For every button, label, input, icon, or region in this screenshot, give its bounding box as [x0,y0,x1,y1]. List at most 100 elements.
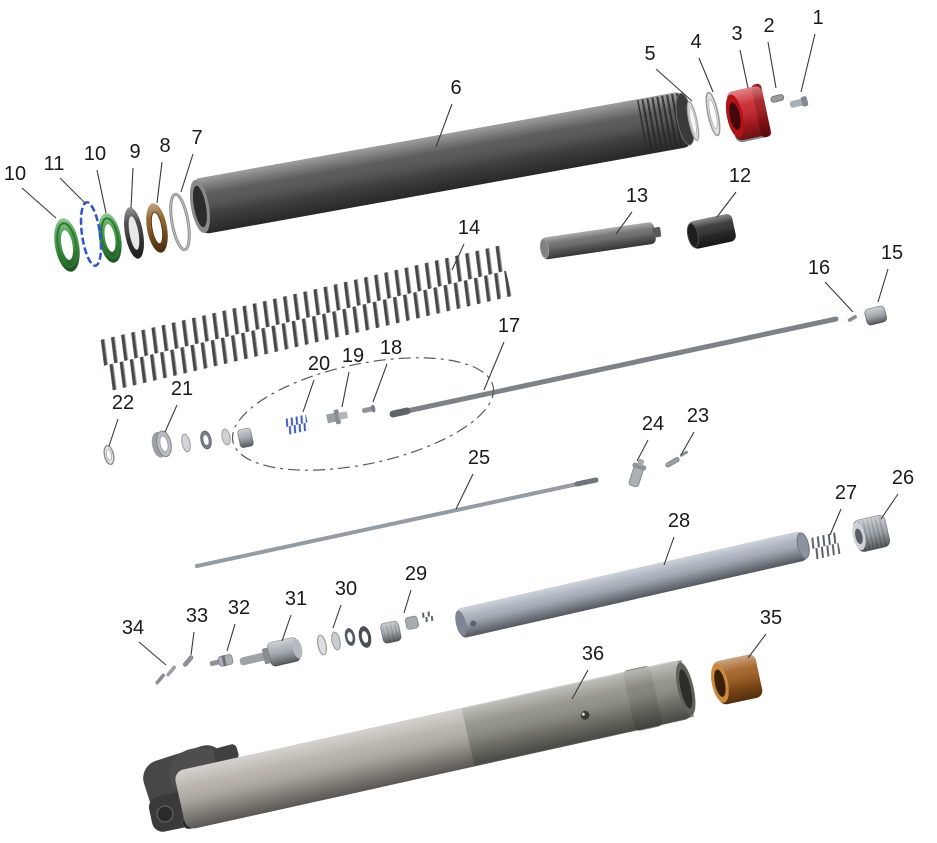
part-label-28-28: 28 [668,510,690,532]
small-ring [200,430,212,450]
part-label-19-19: 19 [342,345,364,367]
part-14-coil-spring [97,245,512,392]
leader-line-1-0 [800,33,816,93]
part-label-2-1: 2 [763,15,774,37]
part-label-25-25: 25 [468,447,490,469]
part-29-ring [358,626,372,648]
part-28-damper-tube [455,531,810,638]
part-20-small-spring [284,414,310,435]
part-21-spacer [151,430,172,458]
leader-line-7-6 [180,153,194,193]
part-27-small-spring [809,532,841,560]
part-label-30-30: 30 [335,578,357,600]
detail-callout-ellipse [231,357,495,471]
leader-line-31-31 [281,614,292,642]
leader-line-6-5 [435,103,453,148]
part-34-pin [155,673,165,685]
leader-line-10-11 [21,187,57,219]
part-4-washer [705,91,721,137]
leader-line-18-18 [372,363,388,403]
leader-line-11-10 [59,177,87,205]
leader-line-13-13 [615,211,633,235]
part-label-11-10: 11 [44,153,65,175]
part-19-valve-fitting [326,409,348,425]
part-24-plunger [628,458,647,488]
small-washer [221,428,231,446]
part-23-pin [665,457,680,468]
part-10-wiper-seal-right [98,213,122,263]
part-22-washer [103,444,115,466]
part-32-screw-fitting [209,654,234,667]
leader-line-3-2 [739,49,749,89]
part-8-bronze-seal [146,203,168,253]
leader-line-17-17 [483,341,505,391]
part-label-27-27: 27 [835,482,857,504]
part-label-16-16: 16 [808,257,830,279]
leader-line-35-35 [747,633,767,659]
part-29-spacer [404,615,419,630]
part-label-17-17: 17 [498,315,520,337]
part-29-tiny-spring [420,610,434,623]
leader-line-21-21 [164,404,178,433]
part-label-34-34: 34 [122,617,144,639]
part-26-adjuster-cap [852,514,891,553]
small-nut [237,427,254,448]
part-label-33-33: 33 [186,605,208,627]
port-hole [470,620,477,627]
leader-line-9-8 [130,167,134,209]
part-12-sleeve [686,214,736,249]
part-label-8-7: 8 [159,135,170,157]
leader-line-4-3 [698,57,714,93]
part-25-rebound-rod [195,477,599,568]
part-33-pin [183,655,194,667]
leader-line-10-9 [96,169,107,214]
part-label-23-23: 23 [687,405,709,427]
part-label-3-2: 3 [731,23,742,45]
part-label-5-4: 5 [644,43,655,65]
leader-line-12-12 [716,191,737,218]
part-31-piston-fitting [239,637,303,667]
part-label-10-11: 10 [4,163,26,185]
part-1-screw [789,96,809,108]
part-29-cylinder [380,620,402,644]
part-7-ring [169,192,191,252]
leader-line-32-32 [226,623,236,652]
part-label-21-21: 21 [171,378,193,400]
leader-line-15-15 [877,268,889,303]
part-label-20-20: 20 [308,353,330,375]
part-30-ring [344,628,356,646]
part-label-22-22: 22 [112,392,134,414]
part-13-shaft [539,222,662,260]
leader-line-28-28 [663,536,675,566]
part-label-12-12: 12 [729,165,751,187]
part-label-9-8: 9 [129,141,140,163]
leader-line-27-27 [829,508,842,536]
part-label-32-32: 32 [228,597,250,619]
part-18-pin [361,404,376,413]
part-label-13-13: 13 [626,185,648,207]
part-16-pin [847,315,857,322]
leader-line-14-14 [451,243,465,271]
part-label-29-29: 29 [405,563,427,585]
leader-line-5-4 [655,68,693,102]
part-label-31-31: 31 [285,588,307,610]
leader-line-20-20 [302,379,315,413]
part-label-10-9: 10 [84,143,106,165]
leader-line-24-24 [636,439,649,462]
part-11-retaining-clip [79,201,103,267]
part-label-26-26: 26 [892,467,914,489]
part-9-dark-seal [124,207,144,259]
part-5-washer [686,100,700,142]
leader-line-33-33 [190,631,195,656]
part-label-14-14: 14 [458,217,480,239]
part-label-4-3: 4 [690,31,701,53]
part-35-bushing [711,654,763,705]
small-washer [181,433,191,453]
leader-line-19-19 [341,371,350,408]
part-3-red-top-cap [725,83,772,143]
leader-line-8-7 [156,161,163,204]
part-36-lower-leg [143,660,696,832]
